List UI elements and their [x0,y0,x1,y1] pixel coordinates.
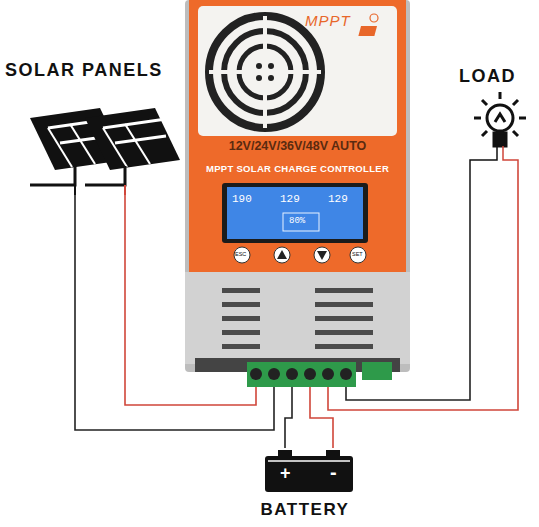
load: LOAD [440,60,535,170]
wire [310,387,333,448]
solar-panels: SOLAR PANELS [5,58,200,195]
button-label: SET [352,251,363,257]
component-name: LOAD [440,66,535,87]
solar-panel-icon [30,108,180,195]
voltage-rating: 12V/24V/36V/48V AUTO [185,139,410,153]
charge-controller [185,0,410,387]
terminal-sign: + [280,463,291,484]
wire [125,195,256,405]
lcd-reading: 190 [232,193,252,206]
lcd-percent: 80% [289,216,305,226]
battery: BATTERY [255,448,355,525]
battery-icon [265,450,353,492]
wire [328,170,518,410]
brand-logo: MPPT [305,12,375,29]
component-name: SOLAR PANELS [5,60,200,81]
product-title: MPPT SOLAR CHARGE CONTROLLER [185,164,410,175]
button-label: ESC [235,251,246,257]
terminal-sign: - [330,461,337,484]
lcd-reading: 129 [328,193,348,206]
lcd-reading: 129 [280,193,300,206]
component-name: BATTERY [250,500,360,520]
wire [75,195,274,430]
wire [285,387,292,448]
wire [346,170,470,400]
bulb-icon [470,92,526,170]
